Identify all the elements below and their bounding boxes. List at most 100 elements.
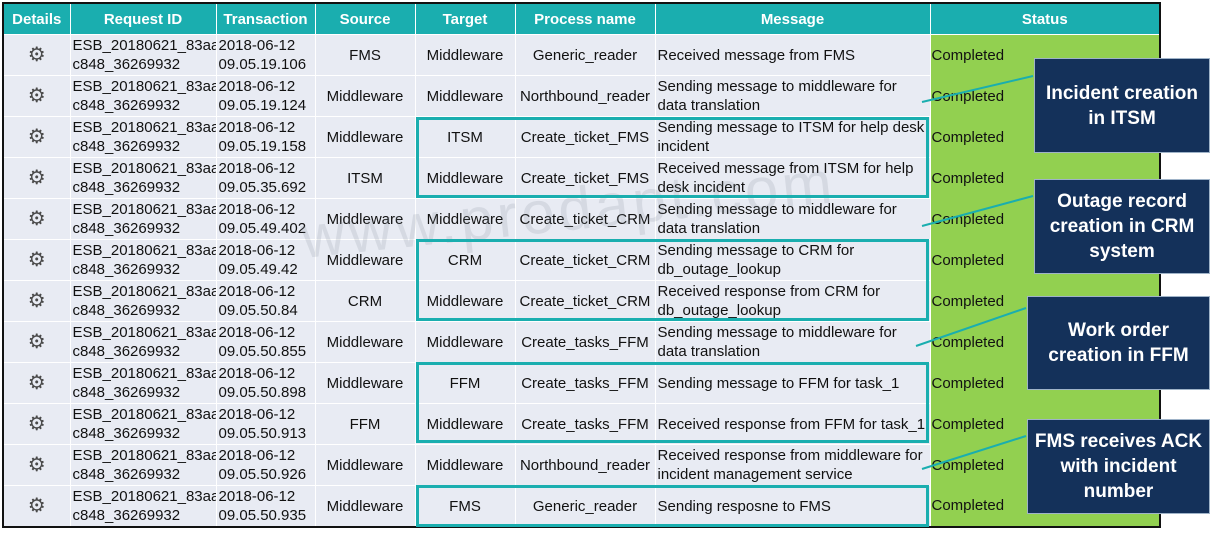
details-cell[interactable]: ⚙: [2, 75, 71, 117]
message-cell: Sending message to middleware for data t…: [654, 75, 931, 117]
transaction-date: 2018-06-12: [218, 37, 296, 54]
source-cell: Middleware: [314, 362, 416, 404]
details-cell[interactable]: ⚙: [2, 116, 71, 158]
gear-icon[interactable]: ⚙: [27, 494, 46, 517]
details-cell[interactable]: ⚙: [2, 403, 71, 445]
target-cell: FMS: [414, 485, 516, 528]
table-row[interactable]: ⚙ ESB_20180621_83aa c848_36269932 2018-06-1…: [2, 75, 1160, 117]
details-cell[interactable]: ⚙: [2, 485, 71, 528]
details-cell[interactable]: ⚙: [2, 34, 71, 76]
details-cell[interactable]: ⚙: [2, 198, 71, 240]
transaction-date: 2018-06-12: [218, 488, 296, 505]
column-header-target[interactable]: Target: [414, 2, 516, 35]
gear-icon[interactable]: ⚙: [27, 207, 46, 230]
transaction-time: 09.05.19.124: [218, 97, 307, 114]
details-cell[interactable]: ⚙: [2, 321, 71, 363]
column-header-request-id[interactable]: Request ID: [69, 2, 217, 35]
process-name-cell: Create_tasks_FFM: [514, 362, 656, 404]
gear-icon[interactable]: ⚙: [27, 412, 46, 435]
request-id-cell: ESB_20180621_83aa c848_36269932: [69, 34, 217, 76]
table-row[interactable]: ⚙ ESB_20180621_83aa c848_36269932 2018-06-1…: [2, 239, 1160, 281]
gear-icon[interactable]: ⚙: [27, 125, 46, 148]
column-header-transaction[interactable]: Transaction: [215, 2, 316, 35]
process-name-cell: Create_ticket_CRM: [514, 239, 656, 281]
details-cell[interactable]: ⚙: [2, 280, 71, 322]
source-cell: Middleware: [314, 198, 416, 240]
request-id-part-1: ESB_20180621_83aa: [72, 37, 216, 54]
message-cell: Sending message to middleware for data t…: [654, 321, 931, 363]
gear-icon[interactable]: ⚙: [27, 330, 46, 353]
request-id-part-2: c848_36269932: [72, 138, 181, 155]
gear-icon[interactable]: ⚙: [27, 166, 46, 189]
table-row[interactable]: ⚙ ESB_20180621_83aa c848_36269932 2018-06-1…: [2, 116, 1160, 158]
request-id-cell: ESB_20180621_83aa c848_36269932: [69, 239, 217, 281]
transaction-time: 09.05.49.402: [218, 220, 307, 237]
column-header-source[interactable]: Source: [314, 2, 416, 35]
gear-icon[interactable]: ⚙: [27, 371, 46, 394]
request-id-cell: ESB_20180621_83aa c848_36269932: [69, 116, 217, 158]
gear-icon[interactable]: ⚙: [27, 248, 46, 271]
table-row[interactable]: ⚙ ESB_20180621_83aa c848_36269932 2018-06-1…: [2, 34, 1160, 76]
column-header-process-name[interactable]: Process name: [514, 2, 656, 35]
target-cell: Middleware: [414, 444, 516, 486]
message-cell: Sending message to FFM for task_1: [654, 362, 931, 404]
request-id-part-1: ESB_20180621_83aa: [72, 242, 216, 259]
request-id-part-2: c848_36269932: [72, 302, 181, 319]
column-header-details[interactable]: Details: [2, 2, 71, 35]
process-name-cell: Generic_reader: [514, 485, 656, 528]
details-cell[interactable]: ⚙: [2, 444, 71, 486]
source-cell: Middleware: [314, 485, 416, 528]
request-id-part-1: ESB_20180621_83aa: [72, 78, 216, 95]
process-name-cell: Generic_reader: [514, 34, 656, 76]
target-cell: FFM: [414, 362, 516, 404]
target-cell: Middleware: [414, 198, 516, 240]
transaction-cell: 2018-06-12 09.05.19.158: [215, 116, 316, 158]
request-id-part-1: ESB_20180621_83aa: [72, 488, 216, 505]
target-cell: Middleware: [414, 321, 516, 363]
transaction-date: 2018-06-12: [218, 119, 296, 136]
gear-icon[interactable]: ⚙: [27, 453, 46, 476]
request-id-cell: ESB_20180621_83aa c848_36269932: [69, 75, 217, 117]
column-header-message[interactable]: Message: [654, 2, 931, 35]
request-id-part-2: c848_36269932: [72, 56, 181, 73]
request-id-part-2: c848_36269932: [72, 261, 181, 278]
callout-incident-creation-itsm: Incident creation in ITSM: [1034, 58, 1210, 153]
source-cell: Middleware: [314, 116, 416, 158]
source-cell: CRM: [314, 280, 416, 322]
process-name-cell: Create_ticket_CRM: [514, 280, 656, 322]
transaction-time: 09.05.19.158: [218, 138, 307, 155]
details-cell[interactable]: ⚙: [2, 157, 71, 199]
transaction-date: 2018-06-12: [218, 201, 296, 218]
column-header-status[interactable]: Status: [929, 2, 1161, 35]
gear-icon[interactable]: ⚙: [27, 84, 46, 107]
transaction-time: 09.05.50.898: [218, 384, 307, 401]
gear-icon[interactable]: ⚙: [27, 289, 46, 312]
message-cell: Received response from middleware for in…: [654, 444, 931, 486]
request-id-part-1: ESB_20180621_83aa: [72, 201, 216, 218]
request-id-part-1: ESB_20180621_83aa: [72, 119, 216, 136]
transaction-time: 09.05.49.42: [218, 261, 298, 278]
request-id-part-2: c848_36269932: [72, 179, 181, 196]
details-cell[interactable]: ⚙: [2, 239, 71, 281]
details-cell[interactable]: ⚙: [2, 362, 71, 404]
request-id-part-2: c848_36269932: [72, 97, 181, 114]
gear-icon[interactable]: ⚙: [27, 43, 46, 66]
